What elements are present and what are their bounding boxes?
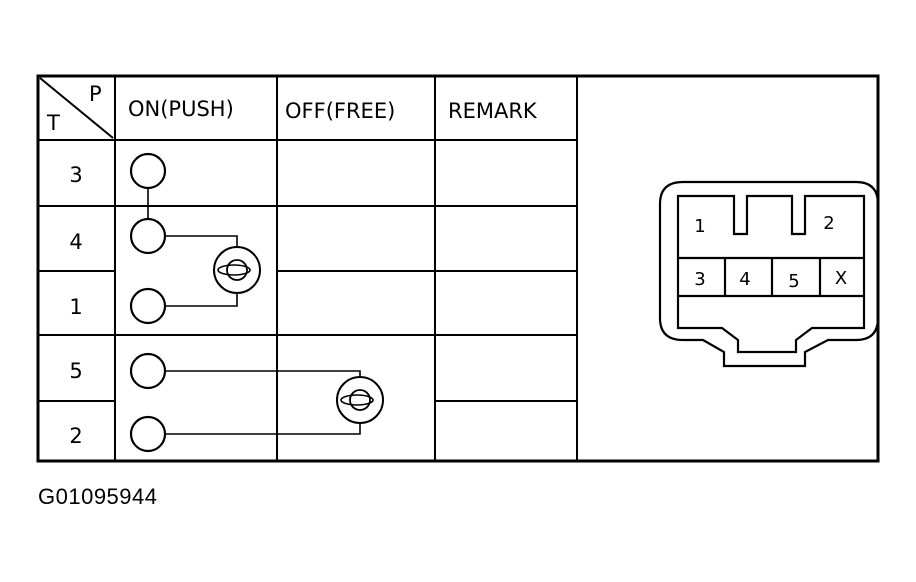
continuity-wire [166, 413, 361, 435]
column-header-on-push: ON(PUSH) [128, 97, 234, 121]
terminal-node [129, 352, 167, 390]
figure-id-label: G01095944 [38, 484, 158, 509]
connector-pin-label: 5 [788, 271, 799, 292]
column-header-off-free: OFF(FREE) [285, 99, 395, 123]
row-terminal-label: 4 [69, 230, 82, 254]
connector-pin-label: 4 [739, 269, 750, 290]
row-terminal-label: 2 [69, 424, 82, 448]
connector-pin-label: X [835, 268, 847, 289]
connector-outline [658, 180, 880, 368]
indicator-lamp-icon [336, 376, 384, 424]
connector-face-view: 1 2 3 4 5 X [658, 180, 880, 368]
connector-pin-label: 3 [694, 269, 705, 290]
connector-pin-label: 2 [823, 213, 834, 234]
continuity-table: P T ON(PUSH) OFF(FREE) REMARK 3 4 1 5 2 [36, 74, 880, 463]
terminal-node [129, 152, 167, 190]
connector-inner-outline [676, 194, 866, 354]
row-terminal-label: 1 [69, 295, 82, 319]
row-terminal-label: 5 [69, 359, 82, 383]
corner-label-top: P [89, 82, 102, 106]
outer-frame [36, 74, 880, 463]
corner-label-bottom: T [46, 111, 60, 135]
terminal-node [129, 415, 167, 453]
terminal-node [129, 287, 167, 325]
connector-pin-label: 1 [694, 216, 705, 237]
terminal-node [129, 217, 167, 255]
header-diagonal [39, 77, 114, 139]
column-header-remark: REMARK [448, 99, 538, 123]
indicator-lamp-icon [213, 246, 261, 294]
row-terminal-label: 3 [69, 163, 82, 187]
continuity-wire [166, 370, 361, 385]
